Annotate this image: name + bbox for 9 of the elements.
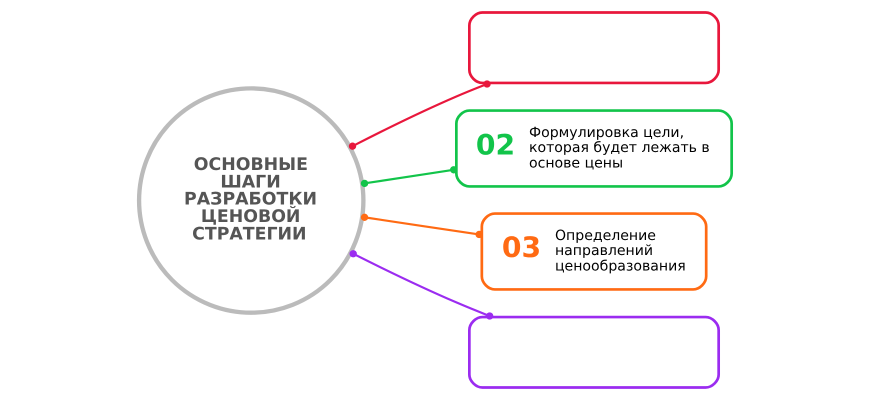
node-box: 03 Определение направлений ценообразования [480, 212, 708, 291]
connector [360, 166, 457, 188]
node-box [468, 11, 720, 84]
node-circle: ОСНОВНЫЕ ШАГИ РАЗРАБОТКИ ЦЕНОВОЙ СТРАТЕГИИ [136, 86, 366, 315]
node-box: 02 Формулировка цели, которая будет лежать в основе цены [454, 109, 733, 188]
node-box [468, 316, 720, 389]
connector [360, 214, 482, 238]
connector [349, 250, 493, 320]
connector [348, 80, 490, 150]
